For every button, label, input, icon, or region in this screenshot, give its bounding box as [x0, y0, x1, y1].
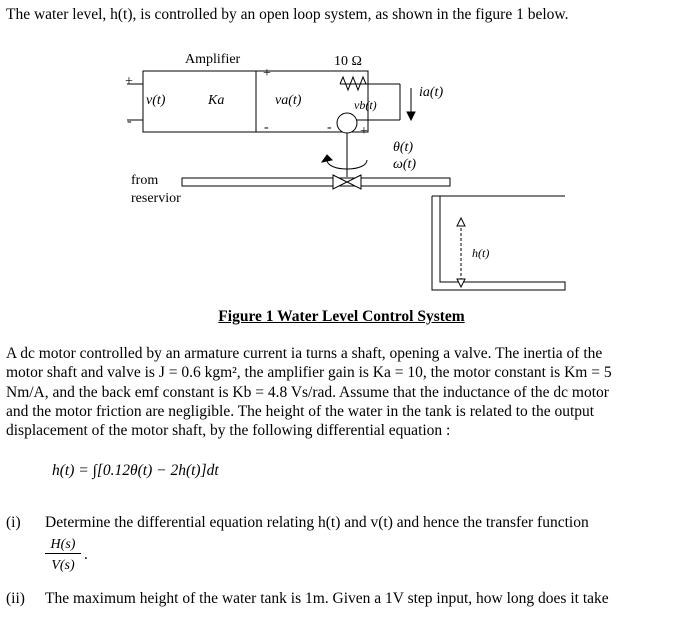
- plus-va: +: [263, 66, 271, 81]
- tank: [431, 196, 566, 291]
- valve-left: [332, 174, 349, 190]
- paragraph-line-3: Nm/A, and the back emf constant is Kb = …: [6, 383, 609, 401]
- figure-caption: Figure 1 Water Level Control System: [218, 308, 465, 325]
- question-1-text: Determine the differential equation rela…: [45, 514, 589, 531]
- problem-paragraph: A dc motor controlled by an armature cur…: [6, 344, 678, 440]
- vb-label: vb(t): [354, 98, 377, 112]
- theta-label: θ(t): [393, 140, 414, 155]
- height-label: h(t): [472, 246, 490, 260]
- intro-text: The water level, h(t), is controlled by …: [6, 6, 569, 23]
- minus-va: -: [264, 120, 269, 135]
- minus-input: -: [127, 114, 132, 129]
- question-2-text: The maximum height of the water tank is …: [45, 590, 609, 607]
- question-1-end: .: [84, 546, 88, 563]
- current-label: ia(t): [419, 85, 444, 100]
- input-label: v(t): [146, 93, 166, 108]
- paragraph-line-1: A dc motor controlled by an armature cur…: [6, 345, 603, 362]
- valve-right: [345, 174, 362, 190]
- rotation-arrow: [326, 159, 368, 170]
- paragraph-line-2: motor shaft and valve is J = 0.6 kgm², t…: [6, 364, 612, 382]
- fraction-numerator: H(s): [45, 537, 81, 554]
- from-label: from: [131, 173, 159, 188]
- plus-vb: +: [360, 124, 368, 139]
- omega-label: ω(t): [393, 157, 417, 172]
- resistor-label: 10 Ω: [334, 54, 362, 69]
- gain-label: Ka: [208, 93, 225, 108]
- paragraph-line-4: and the motor friction are negligible. T…: [6, 402, 595, 420]
- resistor: [339, 75, 370, 92]
- paragraph-line-5: displacement of the motor shaft, by the …: [6, 422, 451, 440]
- motor-circle: [336, 112, 358, 134]
- plus-input: +: [125, 74, 133, 89]
- amplifier-label: Amplifier: [185, 52, 241, 67]
- fraction-denominator: V(s): [51, 558, 75, 573]
- figure-diagram: [127, 70, 566, 291]
- reservoir-label: reservior: [131, 191, 181, 206]
- differential-equation: h(t) = ∫[0.12θ(t) − 2h(t)]dt: [52, 462, 219, 479]
- minus-vb: -: [327, 120, 332, 135]
- current-arrow: [406, 111, 416, 122]
- pipe: [181, 177, 451, 187]
- question-2-number: (ii): [6, 590, 25, 607]
- question-1-number: (i): [6, 514, 21, 531]
- va-label: va(t): [275, 93, 302, 108]
